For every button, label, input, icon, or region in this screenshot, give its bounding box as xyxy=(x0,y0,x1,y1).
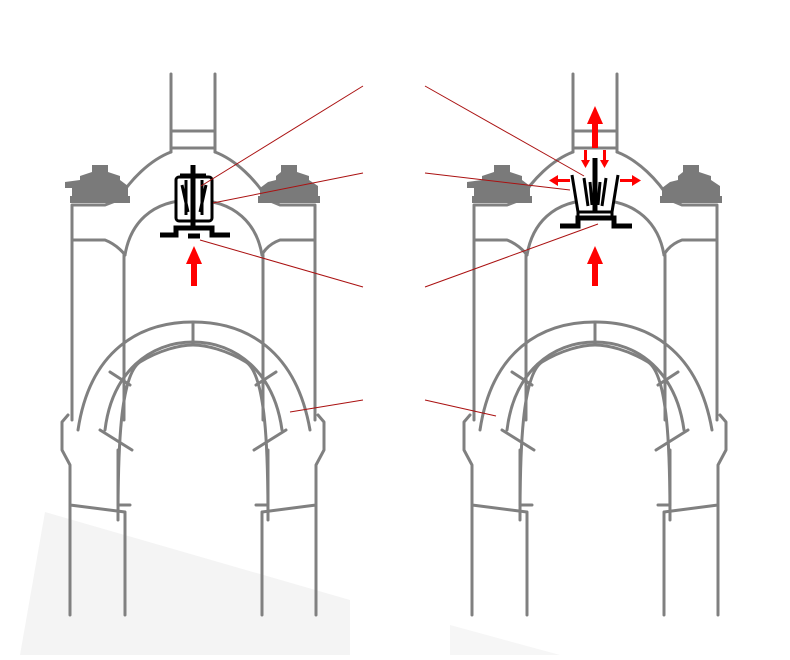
background-shadow xyxy=(20,512,350,655)
valve-cap-right-1 xyxy=(467,165,532,203)
arch-inner-curve xyxy=(518,343,672,522)
callout-line xyxy=(199,85,599,417)
right-fork xyxy=(462,72,728,617)
lower-legs xyxy=(462,413,728,617)
lower-inner xyxy=(116,448,270,507)
right-stanchion xyxy=(663,238,719,422)
valve-cap-left-2 xyxy=(258,165,320,203)
left-stanchion xyxy=(70,238,126,422)
background-shadow-right xyxy=(450,625,560,655)
arch-segments xyxy=(500,320,690,452)
steerer-tube xyxy=(571,72,619,154)
right-stanchion xyxy=(261,238,317,422)
valve-cap-left-1 xyxy=(65,165,130,203)
lower-legs xyxy=(60,413,326,617)
left-stanchion xyxy=(472,238,528,422)
valve-open xyxy=(560,158,632,229)
red-arrow xyxy=(549,106,641,286)
lower-inner xyxy=(518,448,672,507)
steerer-tube xyxy=(169,72,217,154)
valve-closed xyxy=(160,165,230,239)
red-arrow xyxy=(186,246,202,286)
arch-segments xyxy=(98,320,288,452)
arch-inner-curve xyxy=(116,343,270,522)
valve-cap-right-2 xyxy=(660,165,722,203)
